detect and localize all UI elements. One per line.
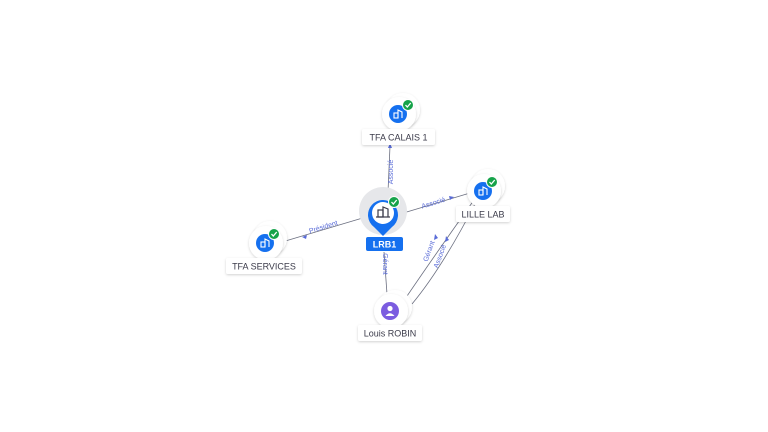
node-center-lrb1[interactable]: LRB1 [359,187,407,251]
edge-label: Associé [388,160,395,185]
node-lille-lab[interactable]: LILLE LAB [456,169,510,222]
node-label: TFA CALAIS 1 [369,133,427,143]
verified-icon [402,99,414,111]
node-label: LRB1 [373,240,397,250]
edge-label: Associé [421,197,447,211]
edge-label: Gérant [381,253,388,274]
node-label: Louis ROBIN [364,329,417,339]
company-icon [393,109,403,119]
node-tfa-calais-1[interactable]: TFA CALAIS 1 [362,93,435,145]
company-icon [478,186,488,196]
company-icon [260,238,270,248]
center-label-bg [366,237,403,251]
node-louis-robin[interactable]: Louis ROBIN [358,290,422,341]
edge-center-calais[interactable]: Associé [387,143,395,193]
edge-center-robin[interactable]: Gérant [381,251,388,295]
edge-label: Président [308,220,338,235]
node-tfa-services[interactable]: TFA SERVICES [226,221,302,274]
edge-label: Gérant [423,240,437,263]
company-icon [376,206,390,218]
person-icon [385,305,395,316]
edge-center-services[interactable]: Président [281,216,367,243]
node-label: LILLE LAB [461,210,504,220]
verified-icon [486,176,498,188]
node-label: TFA SERVICES [232,262,296,272]
verified-icon [388,196,400,208]
verified-icon [268,228,280,240]
